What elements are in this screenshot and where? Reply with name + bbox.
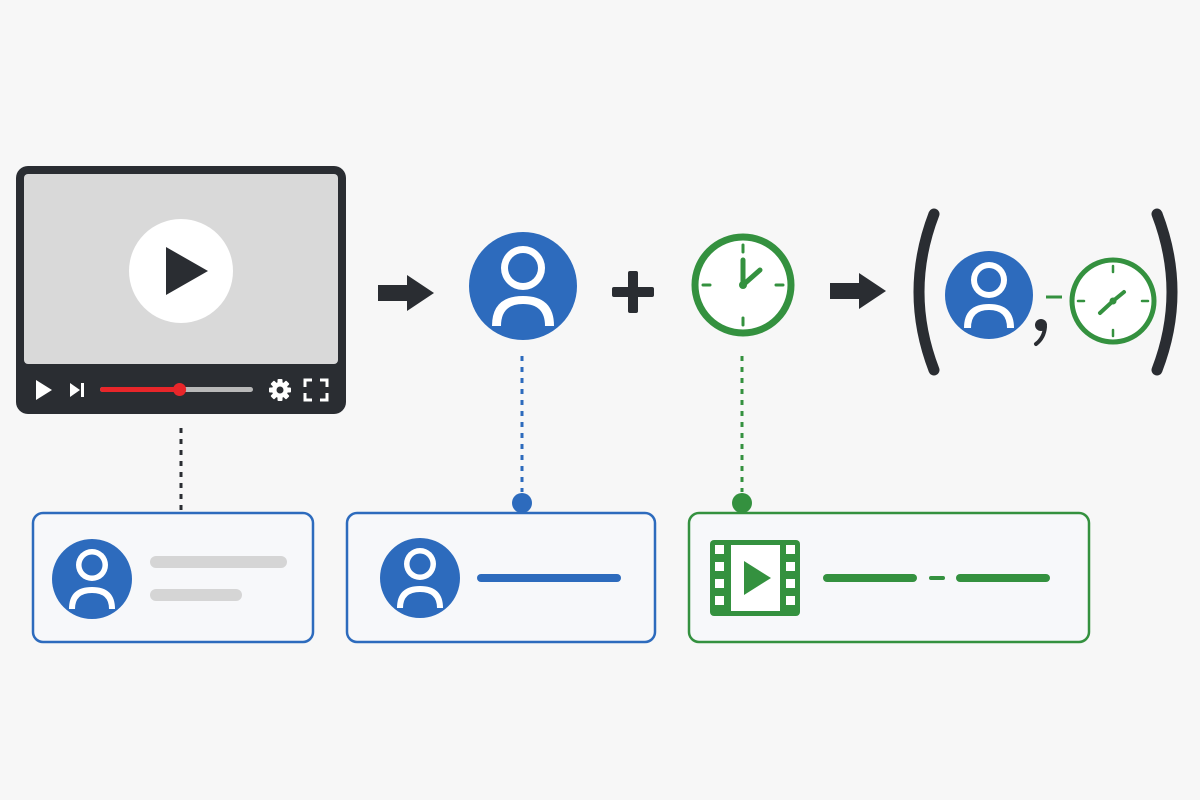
connector-node-blue [512,493,532,513]
user-avatar-icon [52,539,132,619]
comma-separator [1034,319,1047,346]
play-icon [744,561,771,595]
left-parenthesis [913,208,940,376]
arrow-right-icon [830,273,886,309]
big-play-button[interactable] [129,219,233,323]
text-placeholder-line [150,556,287,568]
clock-icon [691,233,795,337]
user-avatar-icon [945,251,1033,339]
film-video-icon [710,540,800,616]
video-player[interactable] [16,166,346,414]
progress-knob[interactable] [173,383,187,396]
play-triangle-icon [166,247,208,295]
plus-icon [612,271,654,313]
right-parenthesis [1151,208,1178,376]
skip-next-icon[interactable] [70,383,84,397]
text-placeholder-line [150,589,242,601]
card-user-text[interactable] [31,511,315,644]
arrow-right-icon [378,275,434,311]
progress-bar[interactable] [100,383,253,396]
connector-node-green [732,493,752,513]
user-avatar-icon [380,538,460,618]
fullscreen-icon[interactable] [303,378,329,402]
card-video-timespan[interactable] [687,511,1091,644]
settings-gear-icon[interactable] [269,379,291,401]
play-icon[interactable] [36,380,52,400]
progress-fill [100,387,180,392]
tuple-result [913,208,1178,376]
user-avatar-icon [469,232,577,340]
clock-icon [1069,257,1157,345]
card-user-line[interactable] [345,511,657,644]
